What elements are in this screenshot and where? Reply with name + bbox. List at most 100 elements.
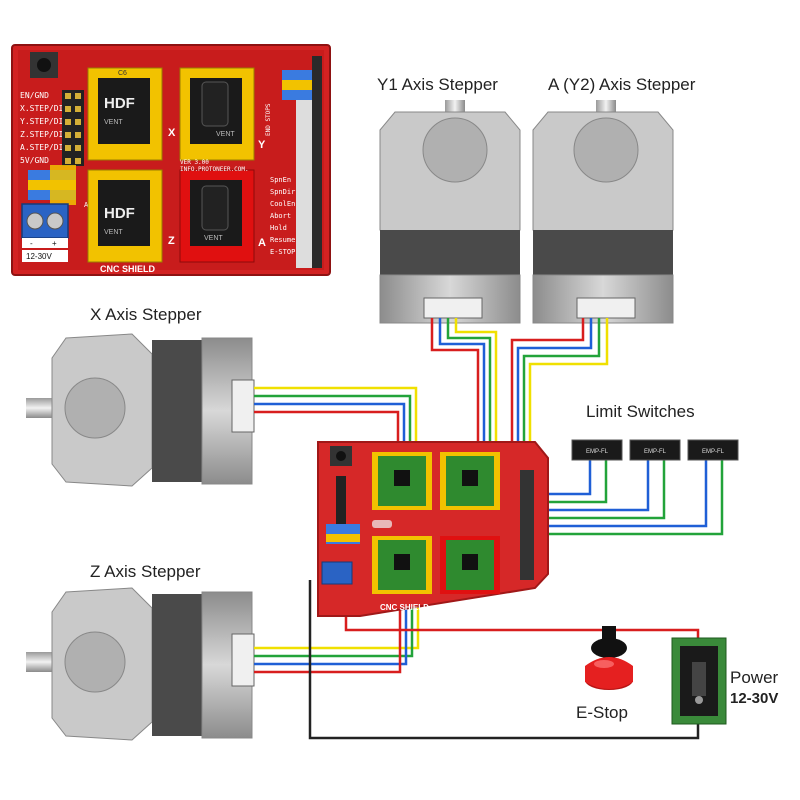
- wire-limit2-green: [540, 458, 666, 520]
- label-power-range: 12-30V: [730, 690, 778, 707]
- small-driver-x: [372, 452, 432, 510]
- x-motor-connector: [231, 379, 255, 433]
- small-shield-title: CNC SHIELD: [380, 603, 429, 612]
- reset-button-cap: [37, 58, 51, 72]
- y1-stepper-motor: [379, 100, 521, 324]
- version-label: VER 3.00: [180, 159, 209, 166]
- label-power: Power: [730, 668, 779, 687]
- z-motor-stator: [152, 594, 202, 736]
- shield-left-pin-labels: EN/GND X.STEP/DIR Y.STEP/DIR Z.STEP/DIR …: [20, 91, 68, 165]
- z-motor-connector: [231, 633, 255, 687]
- a-motor-stator: [533, 230, 673, 275]
- pin-label-estop: E-STOP: [270, 248, 295, 256]
- cap-label-x: C6: [118, 70, 127, 77]
- axis-letter-x: X: [168, 127, 176, 139]
- small-power-terminal: [321, 561, 353, 585]
- limit-switch-1-label: EMP-FL: [586, 449, 609, 455]
- pin-label-y-step: Y.STEP/DIR: [20, 117, 68, 126]
- wire-z-yellow: [254, 600, 420, 650]
- estop-button: [585, 626, 633, 690]
- polarity-minus: -: [30, 239, 33, 248]
- driver-x-text: HDF: [104, 95, 135, 112]
- wire-z-blue: [254, 600, 408, 666]
- pin-label-5v-gnd: 5V/GND: [20, 156, 49, 165]
- shield-power-terminal: - + 12-30V: [21, 203, 69, 262]
- small-right-header: [520, 470, 534, 580]
- wire-z-red: [254, 600, 402, 674]
- label-x-stepper: X Axis Stepper: [90, 305, 202, 324]
- driver-socket-y: VENT: [179, 67, 255, 161]
- shield-jumper-block: [28, 165, 76, 205]
- driver-y-sub: VENT: [216, 131, 235, 138]
- x-stepper-motor: [26, 333, 255, 487]
- a-y2-stepper-motor: [532, 100, 674, 324]
- shield-right-header: [282, 56, 322, 268]
- axis-letter-a: A: [258, 237, 266, 249]
- pin-label-z-step: Z.STEP/DIR: [20, 130, 68, 139]
- shield-title: CNC SHIELD: [100, 264, 156, 274]
- cnc-shield-schematic: CNC SHIELD: [317, 441, 549, 617]
- z-motor-boss: [64, 631, 126, 693]
- limit-switch-1: EMP-FL: [571, 439, 623, 461]
- label-a-y2-stepper: A (Y2) Axis Stepper: [548, 75, 696, 94]
- small-driver-a: [440, 536, 500, 594]
- cnc-shield-photo: EN/GND X.STEP/DIR Y.STEP/DIR Z.STEP/DIR …: [11, 44, 331, 276]
- wire-limit3-blue: [540, 458, 708, 528]
- a-motor-boss: [573, 117, 639, 183]
- driver-z-text: HDF: [104, 205, 135, 222]
- wire-z-green: [254, 600, 414, 658]
- limit-switch-2-label: EMP-FL: [644, 449, 667, 455]
- label-z-stepper: Z Axis Stepper: [90, 562, 201, 581]
- y1-motor-connector: [423, 297, 483, 319]
- axis-letter-y: Y: [258, 139, 266, 151]
- power-jack: [671, 637, 727, 725]
- a-motor-connector: [576, 297, 636, 319]
- small-driver-y: [440, 452, 500, 510]
- label-y1-stepper: Y1 Axis Stepper: [377, 75, 498, 94]
- wires-limit-switches: [540, 458, 724, 536]
- wire-power-black: [308, 580, 700, 740]
- limit-switch-3: EMP-FL: [687, 439, 739, 461]
- pin-label-spndir: SpnDir: [270, 188, 295, 196]
- wire-limit3-green: [540, 458, 724, 536]
- driver-x-sub: VENT: [104, 119, 123, 126]
- axis-letter-z: Z: [168, 235, 175, 247]
- label-limit-switches: Limit Switches: [586, 402, 695, 421]
- small-left-header: [336, 476, 346, 532]
- y1-motor-boss: [422, 117, 488, 183]
- small-resistor: [372, 520, 392, 528]
- pin-label-en-gnd: EN/GND: [20, 91, 49, 100]
- label-estop: E-Stop: [576, 703, 628, 722]
- small-jumpers-yellow: [326, 534, 360, 542]
- z-stepper-motor: [26, 587, 255, 741]
- pin-label-coolen: CoolEn: [270, 200, 295, 208]
- pin-label-hold: Hold: [270, 224, 287, 232]
- x-motor-boss: [64, 377, 126, 439]
- polarity-plus: +: [52, 239, 57, 248]
- shield-voltage-label: 12-30V: [26, 252, 52, 261]
- driver-a-sub: VENT: [204, 235, 223, 242]
- pin-label-resume: Resume: [270, 236, 295, 244]
- site-label: INFO.PROTONEER.COM.: [180, 166, 249, 173]
- limit-switch-3-label: EMP-FL: [702, 449, 725, 455]
- pin-label-spnen: SpnEn: [270, 176, 291, 184]
- wire-limit2-blue: [540, 458, 650, 512]
- driver-socket-x: HDF VENT C6: [87, 67, 163, 161]
- wire-limit1-green: [540, 458, 608, 504]
- driver-z-sub: VENT: [104, 229, 123, 236]
- driver-socket-a: VENT: [179, 169, 255, 263]
- x-motor-stator: [152, 340, 202, 482]
- limit-switch-2: EMP-FL: [629, 439, 681, 461]
- wire-limit1-blue: [540, 458, 592, 496]
- wires-z-motor: [254, 600, 420, 674]
- shield-right-pin-labels: SpnEn SpnDir CoolEn Abort Hold Resume E-…: [270, 176, 295, 256]
- small-driver-z: [372, 536, 432, 594]
- pin-label-abort: Abort: [270, 212, 291, 220]
- endstops-label: END STOPS: [265, 103, 272, 136]
- estop-collar: [591, 638, 627, 658]
- pin-label-a-step: A.STEP/DIR: [20, 143, 68, 152]
- pin-label-x-step: X.STEP/DIR: [20, 104, 68, 113]
- y1-motor-stator: [380, 230, 520, 275]
